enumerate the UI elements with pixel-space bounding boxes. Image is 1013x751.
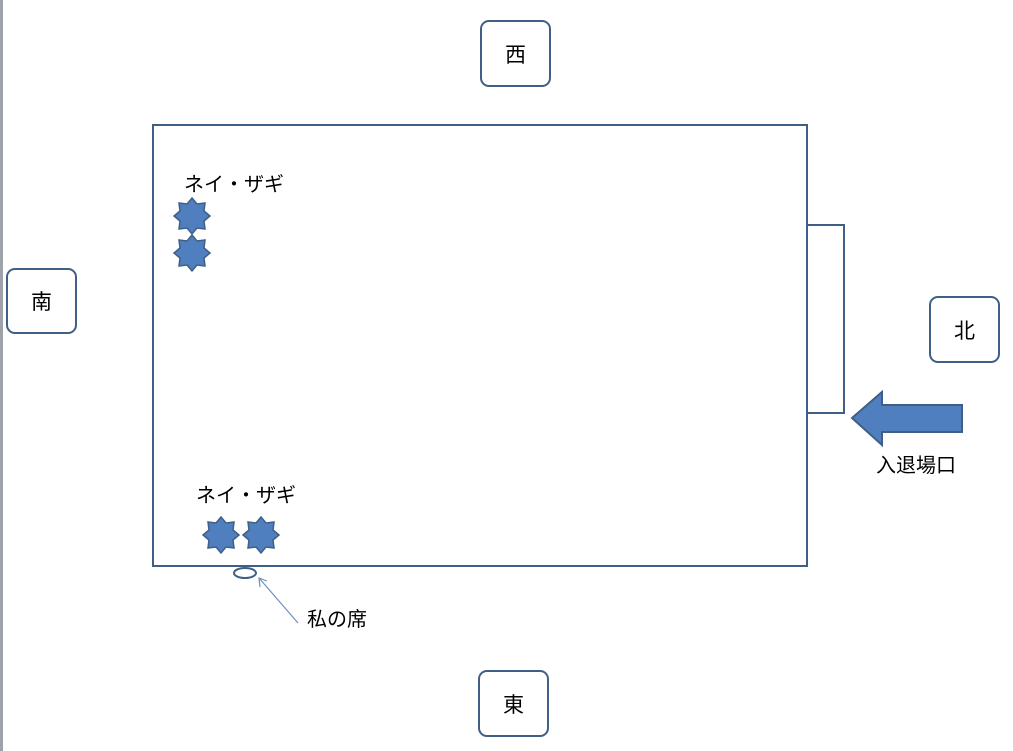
person-star [173, 234, 211, 272]
person-star [173, 197, 211, 235]
direction-west-label: 西 [505, 42, 526, 67]
seat-marker [233, 567, 257, 579]
hall-outline [152, 124, 808, 567]
direction-south-label: 南 [31, 290, 52, 314]
group-label-top: ネイ・ザギ [184, 172, 284, 196]
direction-east-label: 東 [503, 692, 524, 717]
person-star [242, 516, 280, 554]
seat-pointer-arrowhead [258, 577, 268, 588]
direction-north-label: 北 [954, 318, 975, 343]
window-edge [0, 0, 3, 751]
direction-south-box: 南 [6, 268, 77, 334]
entrance-label: 入退場口 [876, 453, 956, 477]
my-seat-label: 私の席 [307, 607, 367, 631]
direction-east-box: 東 [478, 670, 549, 737]
seat-pointer-line [258, 577, 299, 624]
direction-west-box: 西 [480, 20, 551, 87]
direction-north-box: 北 [929, 296, 1000, 363]
entrance-arrow [850, 389, 963, 448]
entrance-gate [808, 224, 845, 414]
group-label-bottom: ネイ・ザギ [196, 483, 296, 507]
person-star [202, 516, 240, 554]
